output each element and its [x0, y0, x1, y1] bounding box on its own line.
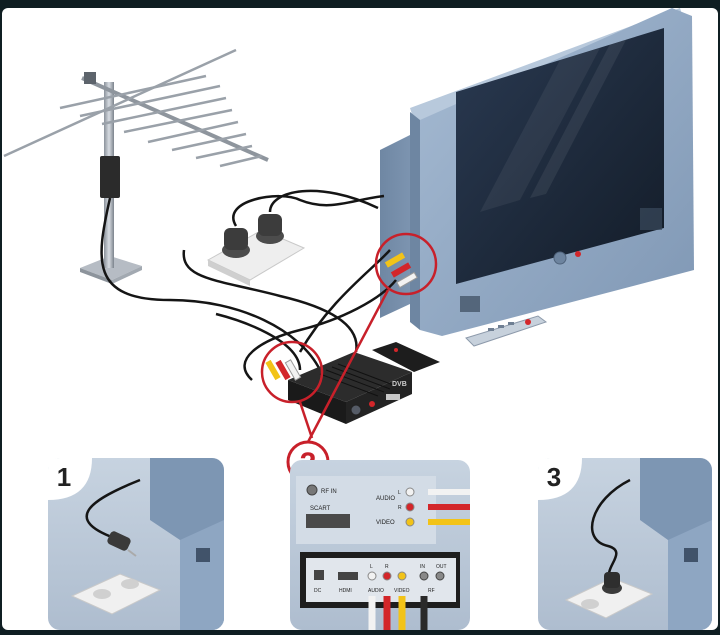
socket-icon [206, 214, 306, 286]
rx-rf-label: RF [428, 588, 435, 594]
rx-r-label: R [385, 564, 389, 570]
tv-audio-label: AUDIO [376, 496, 395, 502]
rx-dc-label: DC [314, 588, 322, 594]
receiver-logo: DVB [392, 381, 407, 388]
step-3-number: 3 [547, 462, 561, 492]
step-2-panel: RF IN SCART AUDIO L R VIDEO DC HDMI L R … [290, 460, 470, 630]
callout-circle-tv [374, 232, 438, 296]
power-plug-icon [107, 531, 137, 557]
antenna-icon [3, 48, 269, 284]
tv-audio-l-label: L [398, 490, 401, 496]
tv-scart-label: SCART [310, 506, 331, 512]
tv-audio-r-label: R [398, 505, 402, 511]
step-1-badge: 1 [48, 458, 92, 500]
tv-icon [380, 8, 694, 336]
cables [100, 189, 397, 381]
power-plug-icon [602, 572, 622, 594]
callout-lines [260, 232, 438, 443]
rx-l-label: L [370, 564, 373, 570]
rx-hdmi-label: HDMI [339, 588, 352, 594]
rx-video-label: VIDEO [394, 588, 410, 594]
callout-circle-receiver [260, 340, 324, 404]
tv-rf-in-label: RF IN [321, 489, 337, 495]
step-1-number: 1 [57, 462, 71, 492]
receiver-icon: DVB [288, 352, 412, 424]
tv-video-label: VIDEO [376, 520, 395, 526]
remote-icon [465, 315, 548, 347]
rx-in-label: IN [420, 564, 425, 570]
rx-out-label: OUT [436, 564, 447, 570]
step-3-badge: 3 [538, 458, 582, 500]
receiver-remote-icon [372, 342, 440, 372]
rx-audio-label: AUDIO [368, 588, 384, 594]
rca-plug-icon [265, 252, 418, 381]
